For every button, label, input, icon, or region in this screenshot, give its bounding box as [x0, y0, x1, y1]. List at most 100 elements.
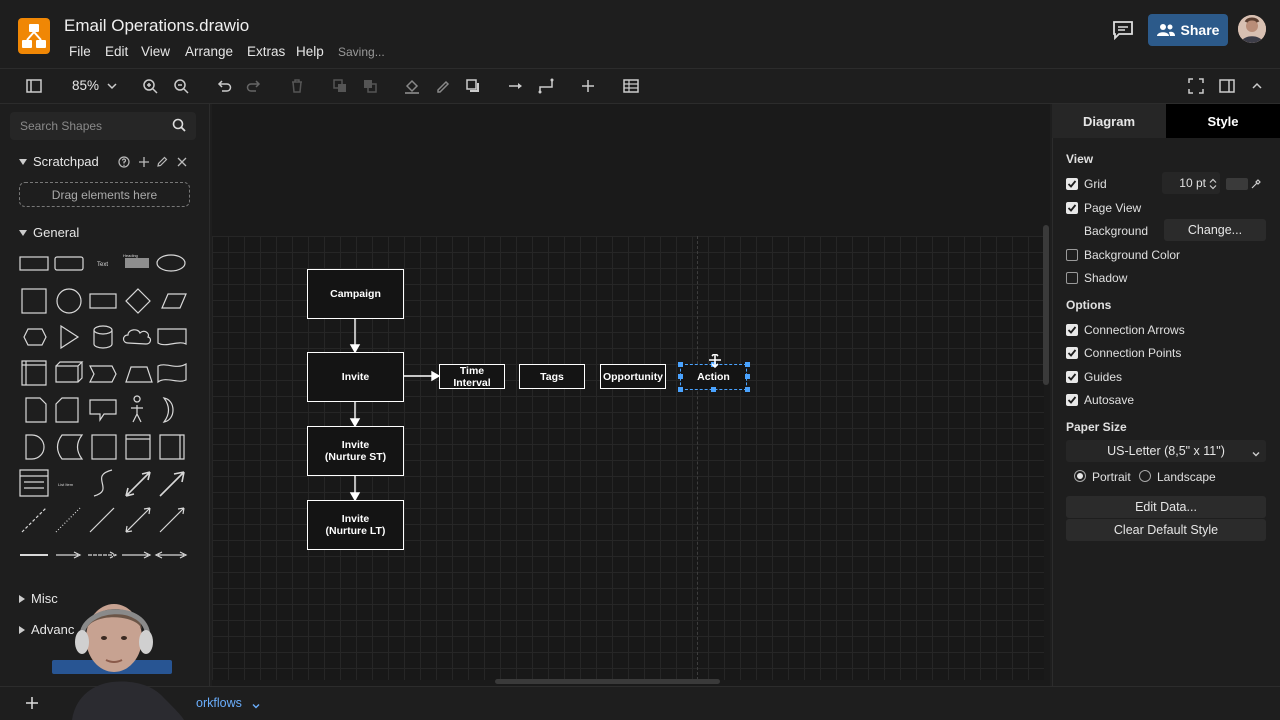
grid-size-input[interactable]: 10 pt — [1162, 172, 1220, 194]
menu-file[interactable]: File — [69, 44, 91, 59]
grid-checkbox[interactable]: Grid — [1066, 177, 1107, 191]
search-shapes-input[interactable] — [10, 112, 196, 140]
page-tab-workflows[interactable]: orkflows — [196, 696, 242, 710]
edit-pencil-icon[interactable] — [156, 155, 168, 167]
tab-diagram[interactable]: Diagram — [1052, 104, 1166, 138]
shape-card[interactable] — [55, 397, 79, 423]
eyedropper-icon[interactable] — [1250, 177, 1262, 189]
shape-link-labeled[interactable] — [122, 551, 152, 559]
shape-hexagon[interactable] — [23, 328, 47, 346]
zoom-out-icon[interactable] — [171, 76, 191, 96]
shape-internal-storage[interactable] — [21, 360, 47, 386]
format-panel-toggle-icon[interactable] — [24, 76, 44, 96]
selection-handles[interactable] — [676, 354, 752, 394]
shape-directional-connector[interactable] — [159, 507, 185, 533]
shape-link-bidirectional[interactable] — [154, 551, 188, 559]
shape-diamond[interactable] — [125, 288, 151, 314]
node-tags[interactable]: Tags — [519, 364, 585, 389]
shape-trapezoid[interactable] — [125, 366, 153, 383]
grid-color-swatch[interactable] — [1226, 178, 1248, 190]
waypoints-icon[interactable] — [536, 76, 556, 96]
stepper-icon[interactable] — [1209, 177, 1217, 190]
clear-default-style-button[interactable]: Clear Default Style — [1066, 519, 1266, 541]
change-background-button[interactable]: Change... — [1164, 219, 1266, 241]
table-icon[interactable] — [621, 76, 641, 96]
portrait-radio[interactable] — [1074, 470, 1086, 482]
shape-link-arrow[interactable] — [56, 551, 82, 559]
shape-step[interactable] — [89, 365, 117, 383]
node-invite-nurture-lt[interactable]: Invite (Nurture LT) — [307, 500, 404, 550]
shape-list-item[interactable]: List Item — [58, 482, 74, 487]
help-icon[interactable] — [118, 155, 130, 168]
user-avatar[interactable] — [1238, 15, 1266, 43]
add-page-icon[interactable] — [25, 696, 39, 710]
insert-plus-icon[interactable] — [578, 76, 598, 96]
shape-curve[interactable] — [93, 469, 113, 497]
close-icon[interactable] — [176, 155, 188, 167]
shape-swimlane[interactable] — [125, 434, 151, 460]
shape-container[interactable] — [91, 434, 117, 460]
shape-bidirectional-connector[interactable] — [125, 507, 151, 533]
shape-rectangle[interactable] — [19, 256, 49, 271]
scratchpad-header[interactable]: Scratchpad — [19, 154, 99, 169]
background-color-checkbox[interactable]: Background Color — [1066, 248, 1180, 262]
connection-points-checkbox[interactable]: Connection Points — [1066, 346, 1181, 360]
line-color-icon[interactable] — [433, 76, 453, 96]
menu-help[interactable]: Help — [296, 44, 324, 59]
share-button[interactable]: Share — [1148, 14, 1228, 46]
shape-dotted-line[interactable] — [55, 507, 81, 533]
shape-callout[interactable] — [89, 399, 117, 422]
shape-cloud[interactable] — [122, 329, 152, 345]
fill-color-icon[interactable] — [402, 76, 422, 96]
shape-dashed-line[interactable] — [21, 507, 47, 533]
vertical-scrollbar[interactable] — [1043, 225, 1049, 385]
to-front-icon[interactable] — [330, 76, 350, 96]
tab-style[interactable]: Style — [1166, 104, 1280, 138]
general-header[interactable]: General — [19, 225, 79, 240]
connection-straight-icon[interactable] — [506, 76, 526, 96]
menu-view[interactable]: View — [141, 44, 171, 59]
zoom-dropdown-chevron-icon[interactable] — [102, 76, 122, 96]
scratchpad-drop-zone[interactable]: Drag elements here — [19, 182, 190, 207]
delete-icon[interactable] — [287, 76, 307, 96]
shape-triangle[interactable] — [60, 324, 80, 350]
shape-rounded-rectangle[interactable] — [54, 256, 84, 271]
chevron-down-icon[interactable] — [1251, 446, 1261, 457]
zoom-level[interactable]: 85% — [72, 78, 100, 93]
shape-parallelogram[interactable] — [161, 293, 187, 309]
drawio-logo-icon[interactable] — [18, 18, 50, 54]
node-invite[interactable]: Invite — [307, 352, 404, 402]
shape-document[interactable] — [157, 328, 187, 346]
collapse-chevron-up-icon[interactable] — [1247, 76, 1267, 96]
edit-data-button[interactable]: Edit Data... — [1066, 496, 1266, 518]
landscape-radio[interactable] — [1139, 470, 1151, 482]
redo-icon[interactable] — [244, 76, 264, 96]
node-opportunity[interactable]: Opportunity — [600, 364, 666, 389]
menu-arrange[interactable]: Arrange — [185, 44, 234, 59]
shape-cube[interactable] — [55, 361, 84, 383]
document-title[interactable]: Email Operations.drawio — [64, 16, 250, 35]
shape-data-storage[interactable] — [56, 434, 84, 460]
search-icon[interactable] — [172, 118, 186, 132]
fullscreen-icon[interactable] — [1186, 76, 1206, 96]
shape-line[interactable] — [89, 507, 115, 533]
shape-circle[interactable] — [56, 288, 82, 314]
shape-ellipse[interactable] — [156, 254, 186, 272]
shape-link-dashed[interactable] — [88, 551, 118, 559]
menu-edit[interactable]: Edit — [105, 44, 129, 59]
shape-bidirectional-arrow[interactable] — [125, 471, 151, 497]
shape-text[interactable]: Text — [97, 262, 108, 268]
shape-or[interactable] — [162, 397, 174, 423]
misc-header[interactable]: Misc — [19, 591, 58, 606]
page-tab-chevron-down-icon[interactable] — [251, 698, 261, 709]
page-view-checkbox[interactable]: Page View — [1066, 201, 1141, 215]
shape-heading[interactable] — [125, 258, 149, 268]
connection-arrows-checkbox[interactable]: Connection Arrows — [1066, 323, 1185, 337]
node-campaign[interactable]: Campaign — [307, 269, 404, 319]
shape-tape[interactable] — [157, 362, 187, 384]
shape-note[interactable] — [25, 397, 47, 423]
shape-pool[interactable] — [159, 434, 185, 460]
to-back-icon[interactable] — [360, 76, 380, 96]
shape-cylinder[interactable] — [93, 325, 113, 349]
comments-icon[interactable] — [1112, 20, 1134, 41]
